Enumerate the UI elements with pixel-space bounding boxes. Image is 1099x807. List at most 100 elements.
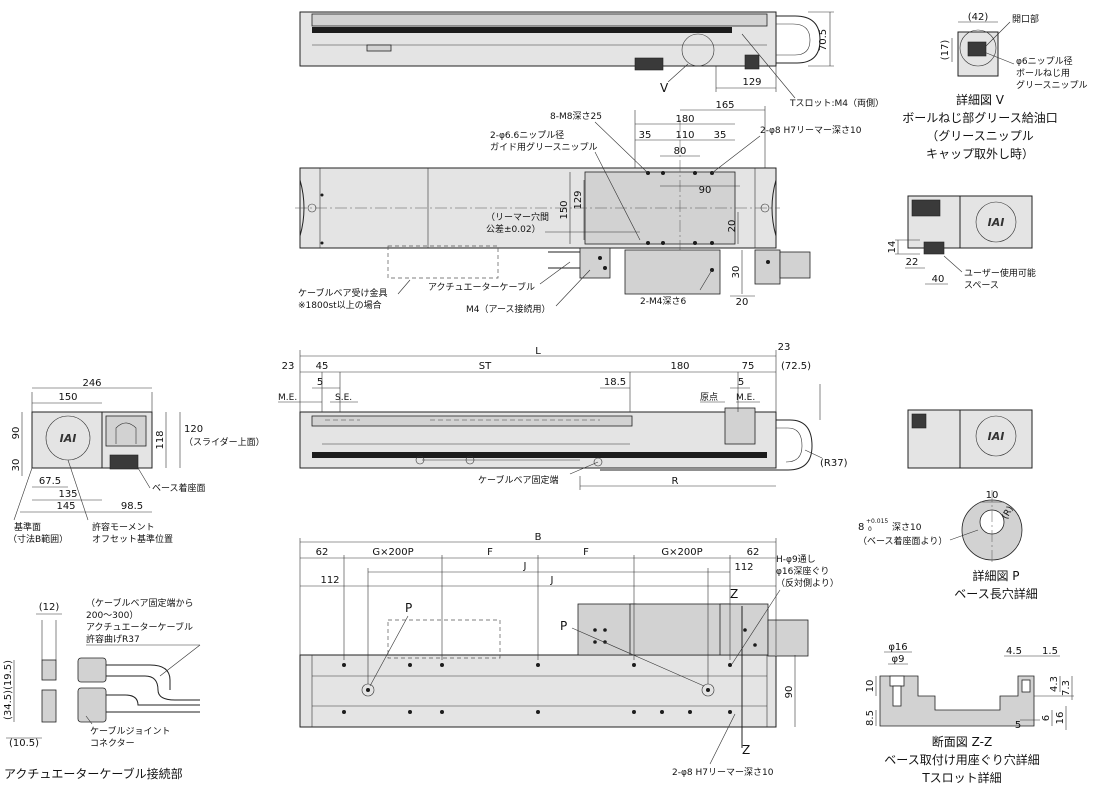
- m8-label: 8-M8深さ25: [550, 111, 602, 122]
- dim-110: 110: [675, 130, 694, 141]
- holes-label-3: （反対側より）: [776, 577, 839, 589]
- ref-face-label-1: 基準面: [14, 521, 41, 533]
- end-view-small: IAI 14 22 40 ユーザー使用可能 スペース: [887, 195, 1036, 291]
- dim-90-bottom: 90: [784, 686, 795, 699]
- moment-label-2: オフセット基準位置: [92, 533, 173, 545]
- nipple-label-1: φ6ニップル径: [1016, 55, 1073, 67]
- dim-19-5: (19.5): [3, 660, 14, 690]
- dim-F-right: F: [583, 547, 589, 558]
- dim-30-end: 30: [11, 459, 22, 472]
- dim-10-zz: 10: [865, 680, 876, 693]
- dim-135: 135: [58, 489, 77, 500]
- dim-10-5: (10.5): [9, 738, 39, 749]
- nipple-guide-label-1: 2-φ6.6ニップル径: [490, 129, 564, 141]
- detail-v-caption-4: キャップ取外し時）: [926, 147, 1034, 161]
- cable-bracket-label-2: ※1800st以上の場合: [298, 299, 382, 311]
- ref-face-label-2: （寸法B範囲）: [8, 533, 68, 545]
- dim-112-left: 112: [320, 575, 339, 586]
- holes-label-2: φ16深座ぐり: [776, 565, 829, 577]
- dim-7-3: 7.3: [1061, 680, 1072, 696]
- section-zz: φ16 φ9 10 8.5 4.5 1.5 4.3 7.3 5 6 16 断面図…: [865, 642, 1074, 785]
- dim-129-top: 129: [742, 77, 761, 88]
- dim-70-5: 70.5: [818, 29, 829, 51]
- dim-150-plan: 150: [559, 200, 570, 219]
- p-marker-left: P: [405, 601, 412, 615]
- dim-112-right: 112: [734, 562, 753, 573]
- end-view-right: IAI: [907, 409, 1033, 469]
- dim-180-plan: 180: [675, 114, 694, 125]
- dim-10-p: 10: [986, 490, 999, 501]
- section-caption-2: ベース取付け用座ぐり穴詳細: [884, 752, 1039, 767]
- reamer-pitch-label-1: （リーマー穴間: [486, 211, 549, 223]
- dim-F-left: F: [487, 547, 493, 558]
- z-marker-bottom: Z: [742, 743, 750, 757]
- z-marker-top: Z: [730, 587, 738, 601]
- dim-34-5: (34.5): [3, 690, 14, 720]
- dim-98-5: 98.5: [121, 501, 143, 512]
- dim-20-upper: 20: [727, 220, 738, 233]
- connector-detail: (12) (19.5) (34.5) (10.5) （ケーブルベア固定端から 2…: [3, 597, 201, 781]
- dim-ST: ST: [479, 361, 492, 372]
- connector-caption: アクチュエーターケーブル接続部: [4, 766, 183, 781]
- tol-depth: 深さ10: [892, 522, 922, 533]
- dim-5-zz: 5: [1015, 720, 1021, 731]
- dim-14: 14: [887, 241, 898, 254]
- detail-v-marker: V: [660, 81, 669, 95]
- dim-17: (17): [940, 40, 951, 61]
- dim-40: 40: [932, 274, 945, 285]
- fixed-label-1: （ケーブルベア固定端から: [86, 597, 193, 609]
- detail-p-caption-2: ベース長穴詳細: [954, 586, 1037, 601]
- bottom-view: B 62 G×200P F F G×200P 62 J 112 J 112 90…: [299, 532, 839, 778]
- dim-J-lower: J: [550, 575, 554, 586]
- section-caption-3: Tスロット詳細: [921, 770, 1001, 785]
- m4-ground-label: M4（アース接続用）: [466, 303, 551, 315]
- dim-B: B: [535, 532, 542, 543]
- dim-120-note: （スライダー上面）: [184, 436, 265, 448]
- tol-sub: 0: [868, 526, 872, 533]
- side-view: L 23 45 ST 180 75 23 (72.5) 5 18.5 5 M.E…: [278, 342, 848, 490]
- tol-main: 8: [858, 522, 864, 533]
- nipple-label-3: グリースニップル: [1016, 79, 1088, 91]
- dim-90-end: 90: [11, 427, 22, 440]
- dim-120: 120: [184, 424, 203, 435]
- detail-v-caption-3: （グリースニップル: [926, 129, 1033, 143]
- dim-phi16: φ16: [888, 642, 907, 653]
- cable-bracket-label-1: ケーブルベア受け金具: [298, 287, 387, 299]
- user-space-label-2: スペース: [964, 281, 999, 291]
- detail-v-caption-1: 詳細図 V: [956, 92, 1005, 107]
- bottom-holes: [342, 628, 757, 714]
- dim-R37: (R37): [820, 458, 848, 469]
- dim-75: 75: [742, 361, 755, 372]
- user-space-label-1: ユーザー使用可能: [964, 267, 1036, 279]
- dim-22: 22: [906, 257, 919, 268]
- dim-J-upper: J: [523, 561, 527, 572]
- p-marker-right: P: [560, 619, 567, 633]
- dim-62-right: 62: [747, 547, 760, 558]
- origin-label: 原点: [700, 392, 718, 403]
- dim-62-left: 62: [316, 547, 329, 558]
- opening-label: 開口部: [1012, 13, 1039, 25]
- dim-12: (12): [39, 602, 60, 613]
- dim-118: 118: [155, 430, 166, 449]
- end-view-large: IAI 246 150 90 30 118 120 （スライダー上面） 67.5…: [8, 378, 265, 545]
- dim-phi9: φ9: [892, 654, 905, 665]
- plan-view: 165 180 35 110 35 80 90 150 129 20 30 20…: [295, 100, 862, 315]
- actuator-cable-label: アクチュエーターケーブル: [428, 281, 535, 293]
- me-right-label: M.E.: [736, 393, 755, 403]
- logo-large: IAI: [60, 432, 77, 445]
- dim-5-right: 5: [738, 377, 744, 388]
- m4-depth-label: 2-M4深さ6: [640, 296, 686, 307]
- dim-18-5: 18.5: [604, 377, 626, 388]
- dim-1-5: 1.5: [1042, 646, 1058, 657]
- dim-42: (42): [968, 12, 989, 23]
- dim-80: 80: [674, 146, 687, 157]
- holes-label-1: H-φ9通し: [776, 554, 816, 565]
- logo-small: IAI: [988, 216, 1005, 229]
- dim-23-left: 23: [282, 361, 295, 372]
- detail-p: 10 (R) 8 +0.015 0 深さ10 （ベース着座面より） 詳細図 P …: [858, 490, 1038, 601]
- dim-R: R: [672, 476, 679, 487]
- dim-4-3: 4.3: [1049, 676, 1060, 692]
- section-caption-1: 断面図 Z-Z: [932, 734, 992, 749]
- dim-129-plan: 129: [573, 190, 584, 209]
